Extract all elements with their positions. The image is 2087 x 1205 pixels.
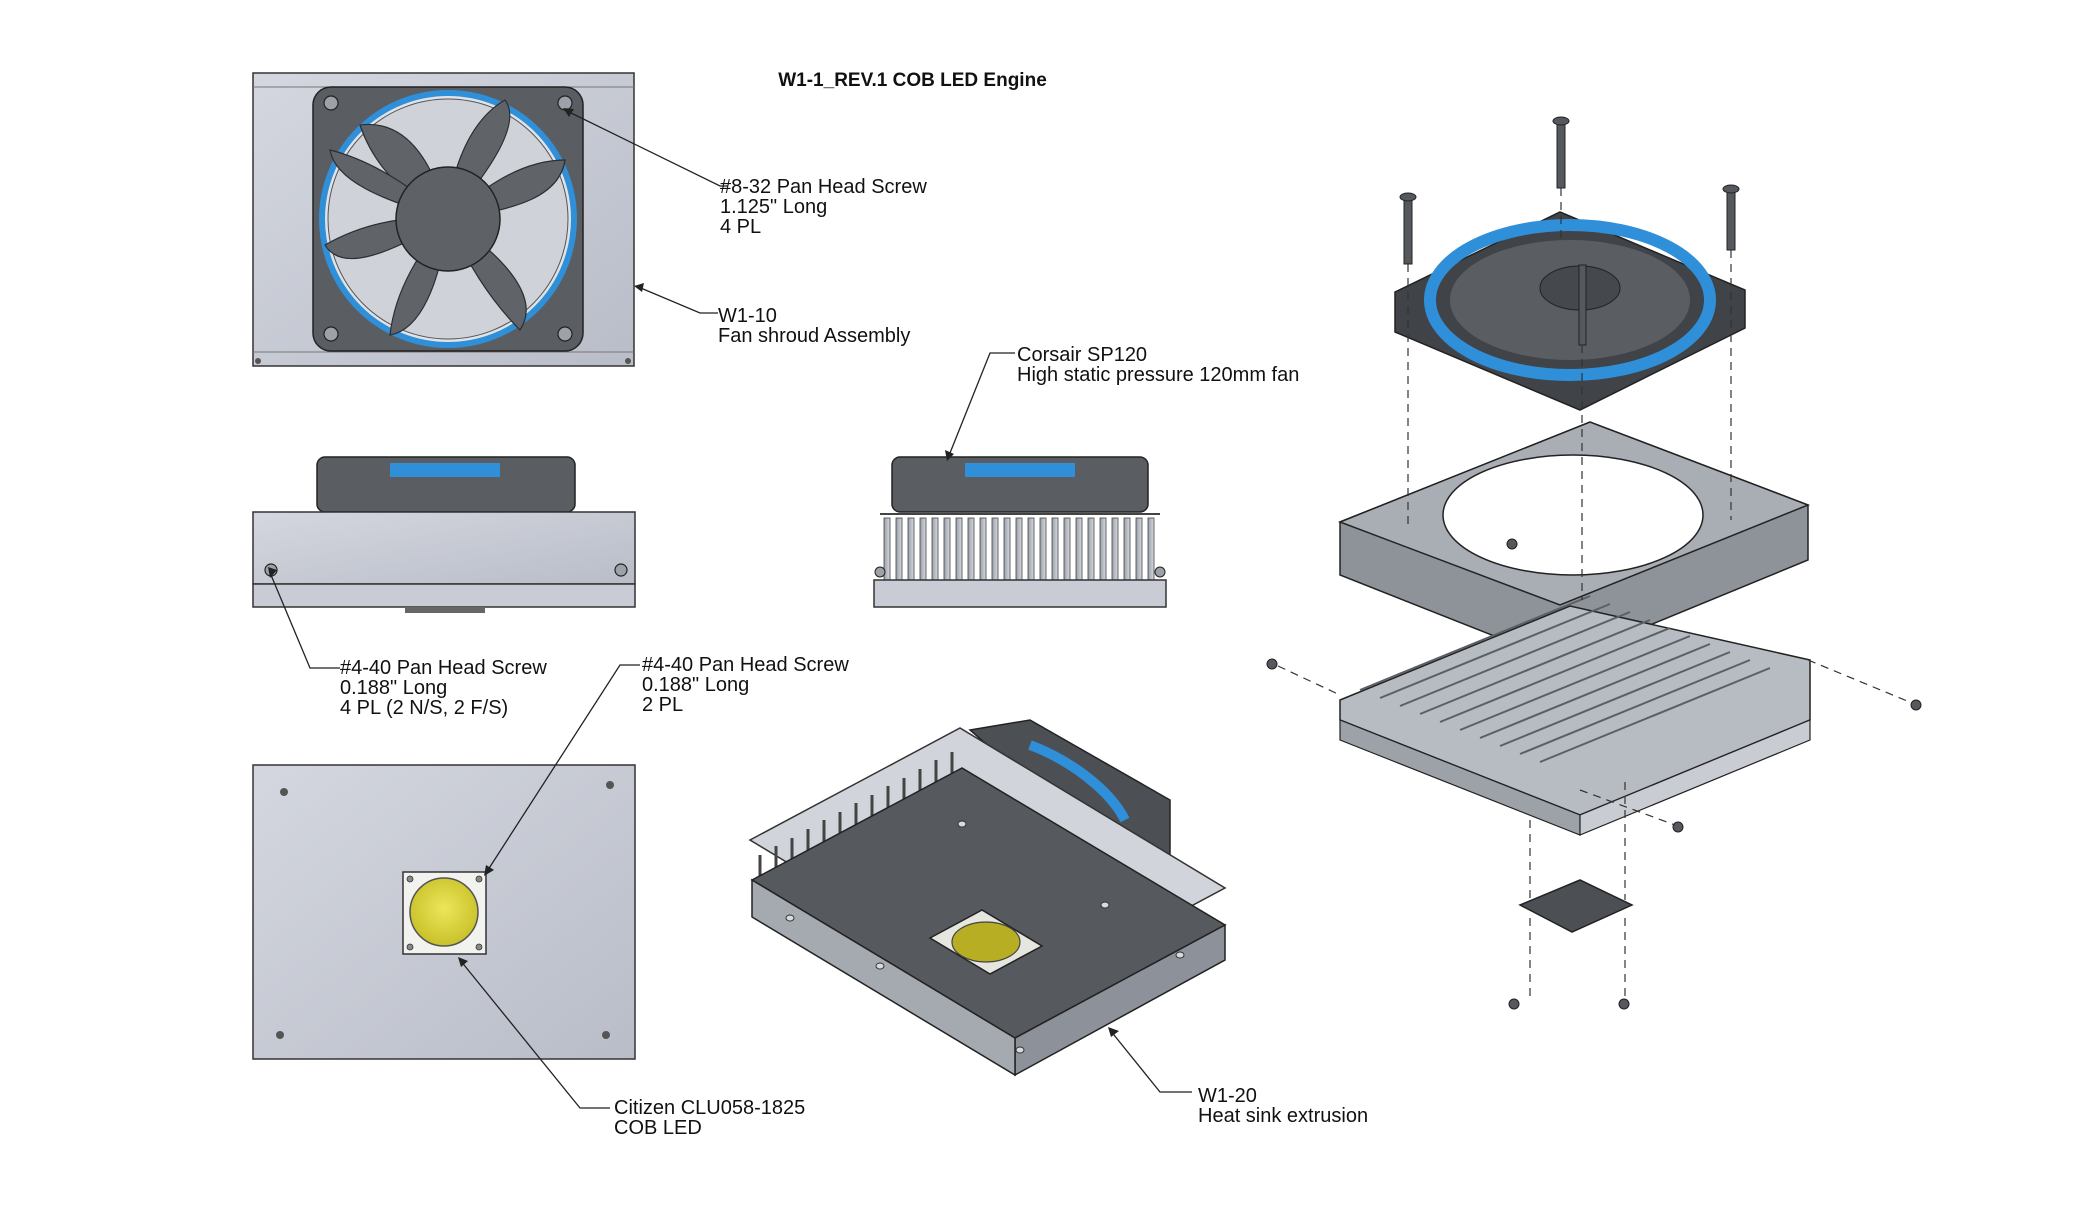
callout-fan: Corsair SP120 High static pressure 120mm… [1017, 344, 1300, 386]
drawing-title: W1-1_REV.1 COB LED Engine [778, 70, 1047, 91]
side-view-center [873, 456, 1167, 608]
callout-screw-8-32: #8-32 Pan Head Screw 1.125" Long 4 PL [720, 176, 927, 238]
callout-fan-shroud: W1-10 Fan shroud Assembly [718, 305, 911, 347]
side-view-left [252, 456, 636, 613]
isometric-heatsink [748, 719, 1227, 1077]
leader-arrowheads [268, 108, 1119, 1037]
callout-heat-sink: W1-20 Heat sink extrusion [1198, 1085, 1369, 1127]
exploded-view [1266, 116, 1922, 1010]
top-view [252, 72, 635, 367]
callout-screw-4-40-side: #4-40 Pan Head Screw 0.188" Long 4 PL (2… [340, 657, 547, 719]
leader-lines [270, 109, 1192, 1109]
bottom-view [252, 764, 636, 1060]
callout-cob-led: Citizen CLU058-1825 COB LED [614, 1097, 806, 1139]
callout-screw-4-40-led: #4-40 Pan Head Screw 0.188" Long 2 PL [642, 654, 849, 716]
